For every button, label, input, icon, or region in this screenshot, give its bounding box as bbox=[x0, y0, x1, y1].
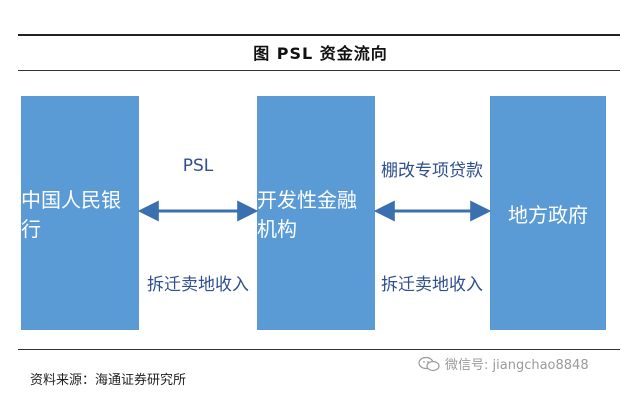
figure-title: 图 PSL 资金流向 bbox=[253, 44, 388, 63]
top-rule bbox=[18, 34, 620, 36]
source-note: 资料来源：海通证券研究所 bbox=[30, 373, 187, 388]
node-dev-finance: 开发性金融机构 bbox=[257, 96, 375, 330]
edge-label-right-top: 棚改专项贷款 bbox=[381, 161, 483, 181]
watermark-text: 微信号: jiangchao8848 bbox=[445, 358, 589, 373]
node-local-gov: 地方政府 bbox=[490, 96, 606, 330]
title-rule bbox=[18, 70, 620, 71]
edge-label-right-bottom: 拆迁卖地收入 bbox=[381, 275, 483, 295]
node-pboc-label: 中国人民银行 bbox=[21, 188, 121, 241]
wechat-icon bbox=[418, 356, 440, 371]
watermark: 微信号: jiangchao8848 bbox=[418, 354, 589, 373]
node-dev-finance-label: 开发性金融机构 bbox=[257, 188, 357, 241]
edge-label-psl: PSL bbox=[182, 156, 214, 176]
node-local-gov-label: 地方政府 bbox=[508, 202, 588, 227]
edge-label-left-bottom: 拆迁卖地收入 bbox=[147, 275, 249, 295]
bottom-rule bbox=[18, 349, 620, 350]
node-pboc: 中国人民银行 bbox=[21, 96, 139, 330]
